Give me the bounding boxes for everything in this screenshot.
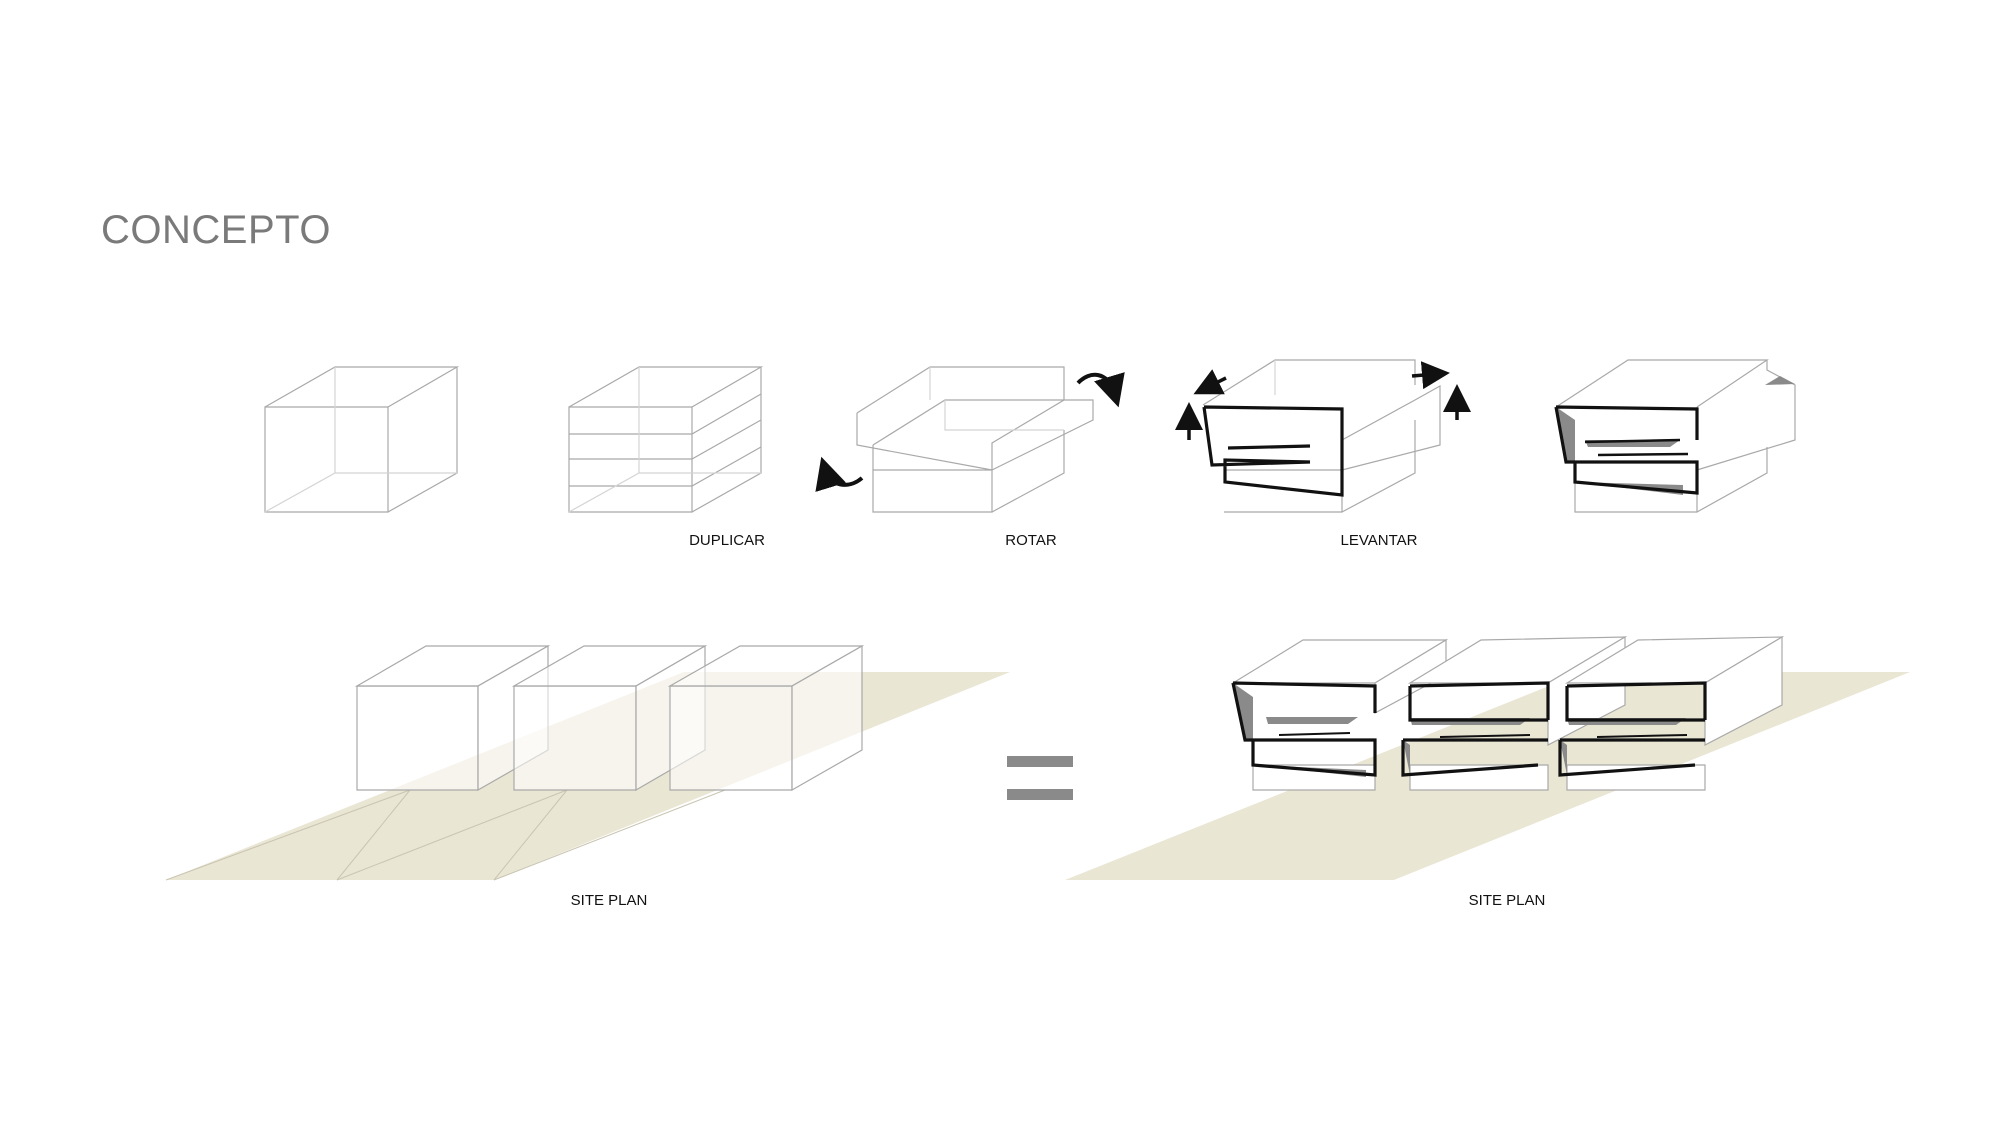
site-plan-left-label: SITE PLAN [570,892,648,909]
rotate-arrow-icon [815,372,1125,493]
site-plan-right-label: SITE PLAN [1468,892,1546,909]
equals-icon [1007,756,1073,800]
final-volume-1 [1230,638,1449,791]
step-rotate [856,366,1094,513]
step-cube [264,366,460,513]
final-volume-3 [1558,635,1785,791]
lift-label: LEVANTAR [1340,532,1418,549]
site-cubes [354,644,865,792]
rotate-label: ROTAR [1005,532,1057,549]
page-title: CONCEPTO [101,208,331,252]
step-lift [1202,359,1441,513]
lift-arrow-icon [1175,361,1471,440]
step-duplicate [568,366,764,513]
duplicate-label: DUPLICAR [689,532,765,549]
step-final-volume [1554,359,1796,513]
